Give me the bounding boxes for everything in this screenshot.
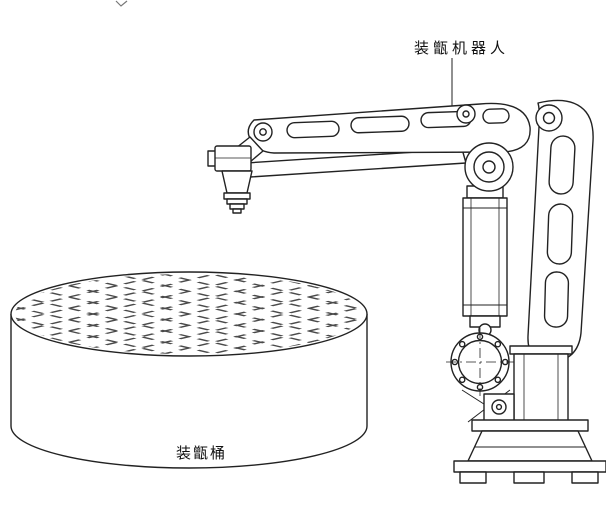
robot-shoulder-joint [456, 104, 514, 192]
robot-actuator-cylinder [462, 157, 508, 337]
barrel-body [10, 314, 368, 469]
scan-artifact-mark [115, 0, 128, 7]
robot-rear-link [527, 99, 594, 363]
robot-base [453, 345, 606, 484]
robot-base-flange [446, 328, 514, 396]
loading-robot-drawing [207, 58, 606, 484]
robot-end-effector [207, 136, 264, 214]
loading-barrel-drawing [10, 271, 368, 469]
barrel-label: 装甑桶 [176, 444, 228, 462]
robot-label: 装甑机器人 [414, 39, 510, 57]
